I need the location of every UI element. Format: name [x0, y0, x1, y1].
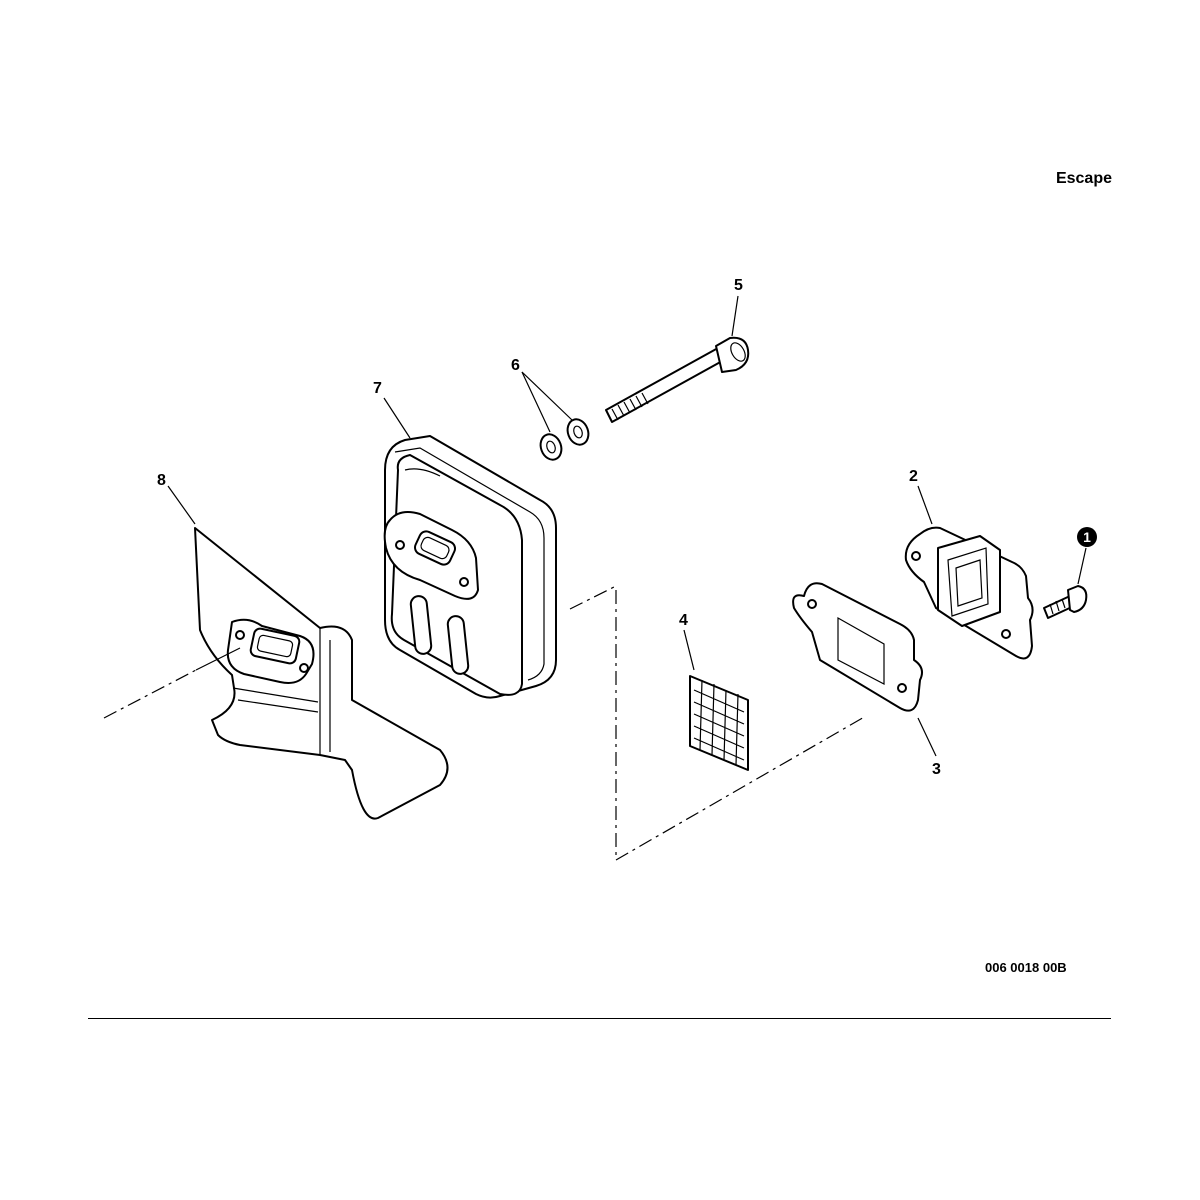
centerlines [569, 585, 867, 861]
gasket-part [792, 582, 923, 712]
callout-3: 3 [932, 761, 941, 778]
callout-7: 7 [373, 380, 382, 397]
section-title: Escape [1055, 170, 1112, 187]
washers-part [539, 418, 590, 461]
leader-centerline-8 [195, 647, 241, 671]
callout-8: 8 [157, 472, 166, 489]
exhaust-flange-part [904, 526, 1034, 660]
heat-shield-part [194, 527, 449, 820]
callout-4: 4 [679, 612, 688, 629]
spark-screen-part [689, 675, 749, 771]
callout-1: 1 [1077, 527, 1097, 547]
reference-code: 006 0018 00B [985, 960, 1067, 975]
callout-5: 5 [734, 277, 743, 294]
leader-lines [167, 295, 1087, 757]
centerline-8 [103, 669, 197, 719]
bolt-part [605, 336, 750, 423]
callout-2: 2 [909, 468, 918, 485]
screw-part [1043, 585, 1088, 619]
footer-rule [88, 1018, 1111, 1019]
callout-6: 6 [511, 357, 520, 374]
muffler-part [383, 435, 557, 699]
callout-1-label: 1 [1083, 529, 1091, 545]
